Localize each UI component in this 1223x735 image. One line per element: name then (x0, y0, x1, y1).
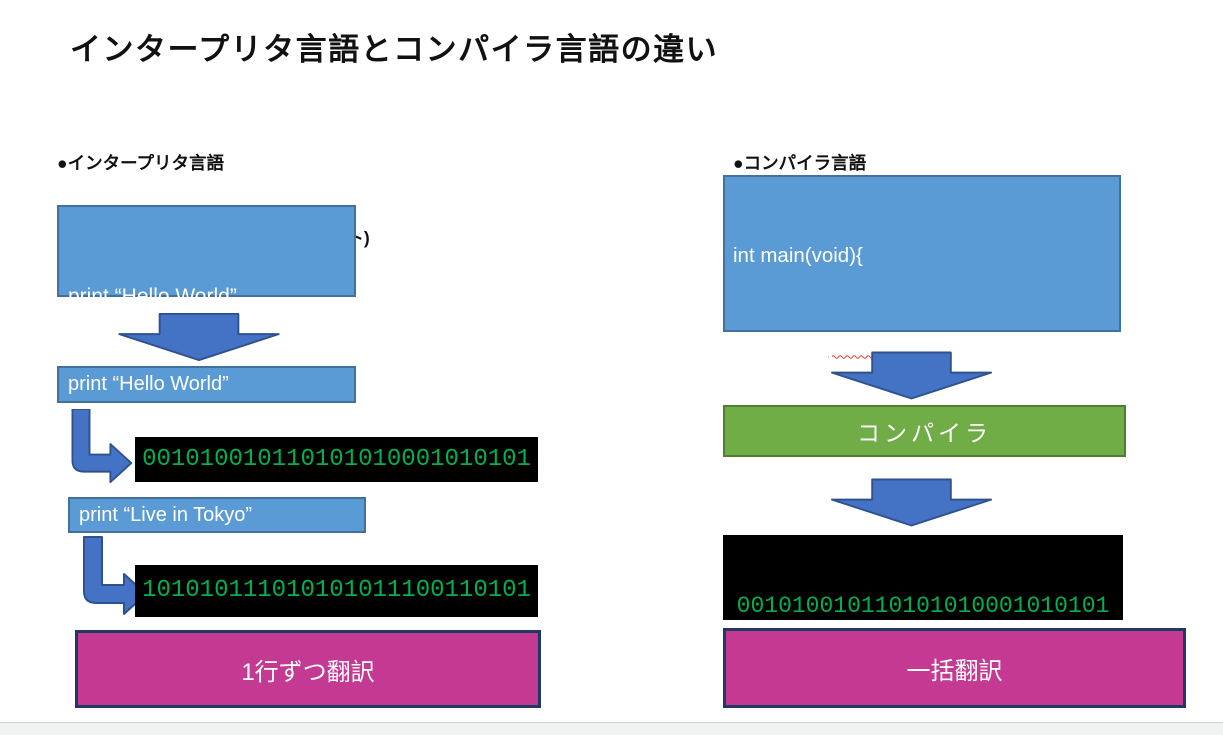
code-line-2: printf(“Hello World”); (828, 333, 1013, 357)
elbow-arrow-icon (71, 409, 133, 483)
step1-label: print “Hello World” (68, 373, 229, 395)
step2-label: print “Live in Tokyo” (79, 503, 253, 526)
machine-code-box-1: 001010010110101010001010101 (135, 437, 538, 482)
interpreter-heading-line: ●インタープリタ言語 (57, 153, 225, 173)
machine-code-box-right: 001010010110101010001010101 001010011100… (723, 535, 1123, 703)
down-arrow-icon (118, 313, 280, 361)
down-arrow-icon (830, 351, 993, 400)
binary-line: 001010010110101010001010101 (736, 593, 1110, 619)
source-line-1: print “Hello World” (68, 285, 237, 308)
compiler-box: コンパイラ (723, 405, 1126, 457)
compiler-source-box: int main(void){ printf(“Hello World”); p… (723, 175, 1121, 624)
slide-title: インタープリタ言語とコンパイラ言語の違い (70, 32, 719, 67)
spellcheck-underline-text: printf (828, 333, 874, 357)
compiler-result-label: 一括翻訳 (906, 657, 1003, 685)
interpreter-result-box: 1行ずつ翻訳 (75, 630, 541, 708)
interpreter-step1-box: print “Hello World” (57, 366, 356, 403)
interpreter-step2-box: print “Live in Tokyo” (68, 497, 366, 533)
machine-code-box-2: 101010111010101011100110101 (135, 565, 538, 617)
interpreter-source-box: print “Hello World” print “Live in Tokyo… (57, 205, 356, 398)
code-line-1: int main(void){ (733, 244, 863, 268)
down-arrow-icon (830, 478, 993, 527)
interpreter-result-label: 1行ずつ翻訳 (241, 658, 375, 686)
elbow-arrow-icon (83, 536, 146, 615)
compiler-heading-line: ●コンパイラ言語 (733, 153, 867, 173)
window-bottom-edge (0, 722, 1223, 735)
compiler-label: コンパイラ (857, 420, 992, 446)
compiler-result-box: 一括翻訳 (723, 628, 1186, 708)
